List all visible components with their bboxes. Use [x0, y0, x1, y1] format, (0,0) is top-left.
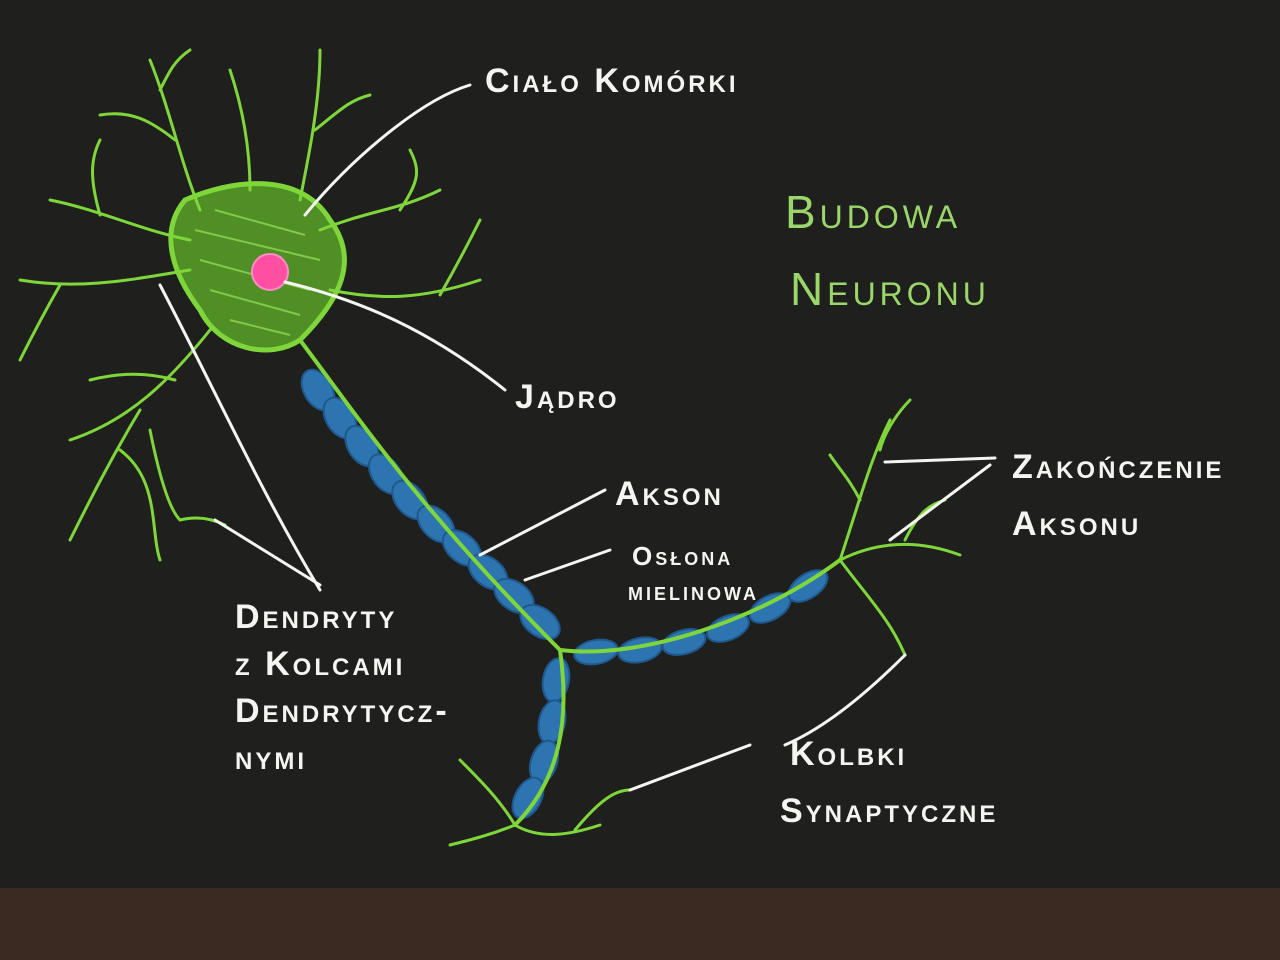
label-cialo-komorki: Ciało Komórki	[485, 62, 739, 100]
nucleus	[251, 253, 289, 291]
label-oslona-2: mielinowa	[628, 576, 759, 606]
pointer-cialo	[303, 83, 472, 217]
label-dendryty-2: z Kolcami	[235, 645, 405, 683]
pointer-jadro	[283, 280, 507, 392]
pointer-oslona	[523, 548, 612, 582]
label-zakonczenie-1: Zakończenie	[1012, 448, 1224, 486]
board-surface	[0, 0, 1280, 888]
title-line-2: Neuronu	[790, 263, 990, 315]
board-frame-bottom	[0, 888, 1280, 960]
label-jadro: Jądro	[515, 378, 620, 416]
label-dendryty-1: Dendryty	[235, 598, 397, 636]
label-zakonczenie-2: Aksonu	[1012, 505, 1141, 543]
pointer-kolbki-a	[783, 653, 907, 747]
dendrites	[18, 48, 482, 562]
pointer-kolbki-b	[628, 743, 752, 792]
title-line-1: Budowa	[785, 186, 961, 238]
myelin-sheath	[300, 368, 829, 820]
label-oslona-1: Osłona	[632, 541, 733, 571]
label-kolbki-1: Kolbki	[790, 735, 907, 773]
pointer-akson	[478, 488, 607, 557]
label-kolbki-2: Synaptyczne	[780, 792, 998, 830]
pointer-dendryty-a	[158, 283, 322, 592]
axon-terminals	[448, 398, 962, 847]
axon	[298, 338, 842, 827]
pointer-dendryty-b	[213, 518, 322, 587]
label-dendryty-3: Dendrytycz-	[235, 692, 450, 730]
label-dendryty-4: nymi	[235, 739, 307, 777]
pointer-zakonczenie-b	[888, 463, 992, 542]
pointer-zakonczenie-a	[883, 456, 997, 464]
pointer-lines	[158, 83, 997, 792]
label-akson: Akson	[615, 475, 724, 513]
